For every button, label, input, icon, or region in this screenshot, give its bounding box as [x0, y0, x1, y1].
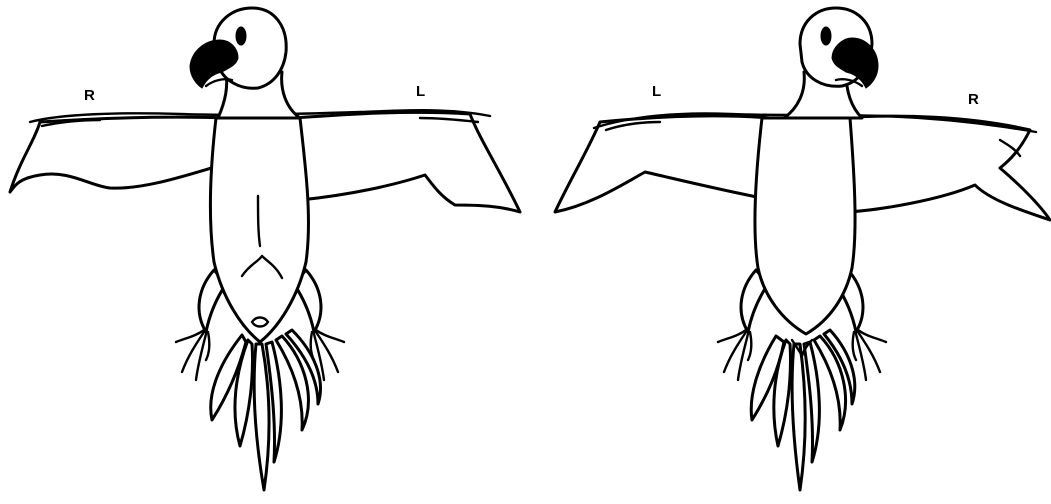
- eye: [236, 27, 246, 45]
- parrot-ventral-view: R L: [10, 8, 520, 490]
- side-label-right: R: [968, 91, 979, 108]
- tail-feathers: [211, 330, 321, 490]
- eye: [821, 27, 831, 45]
- parrot-dorsal-view: L R: [555, 8, 1050, 490]
- side-label-left: L: [416, 83, 425, 100]
- left-leg: [176, 270, 226, 380]
- side-label-left: L: [652, 83, 661, 100]
- body: [755, 118, 855, 334]
- side-label-right: R: [84, 87, 95, 104]
